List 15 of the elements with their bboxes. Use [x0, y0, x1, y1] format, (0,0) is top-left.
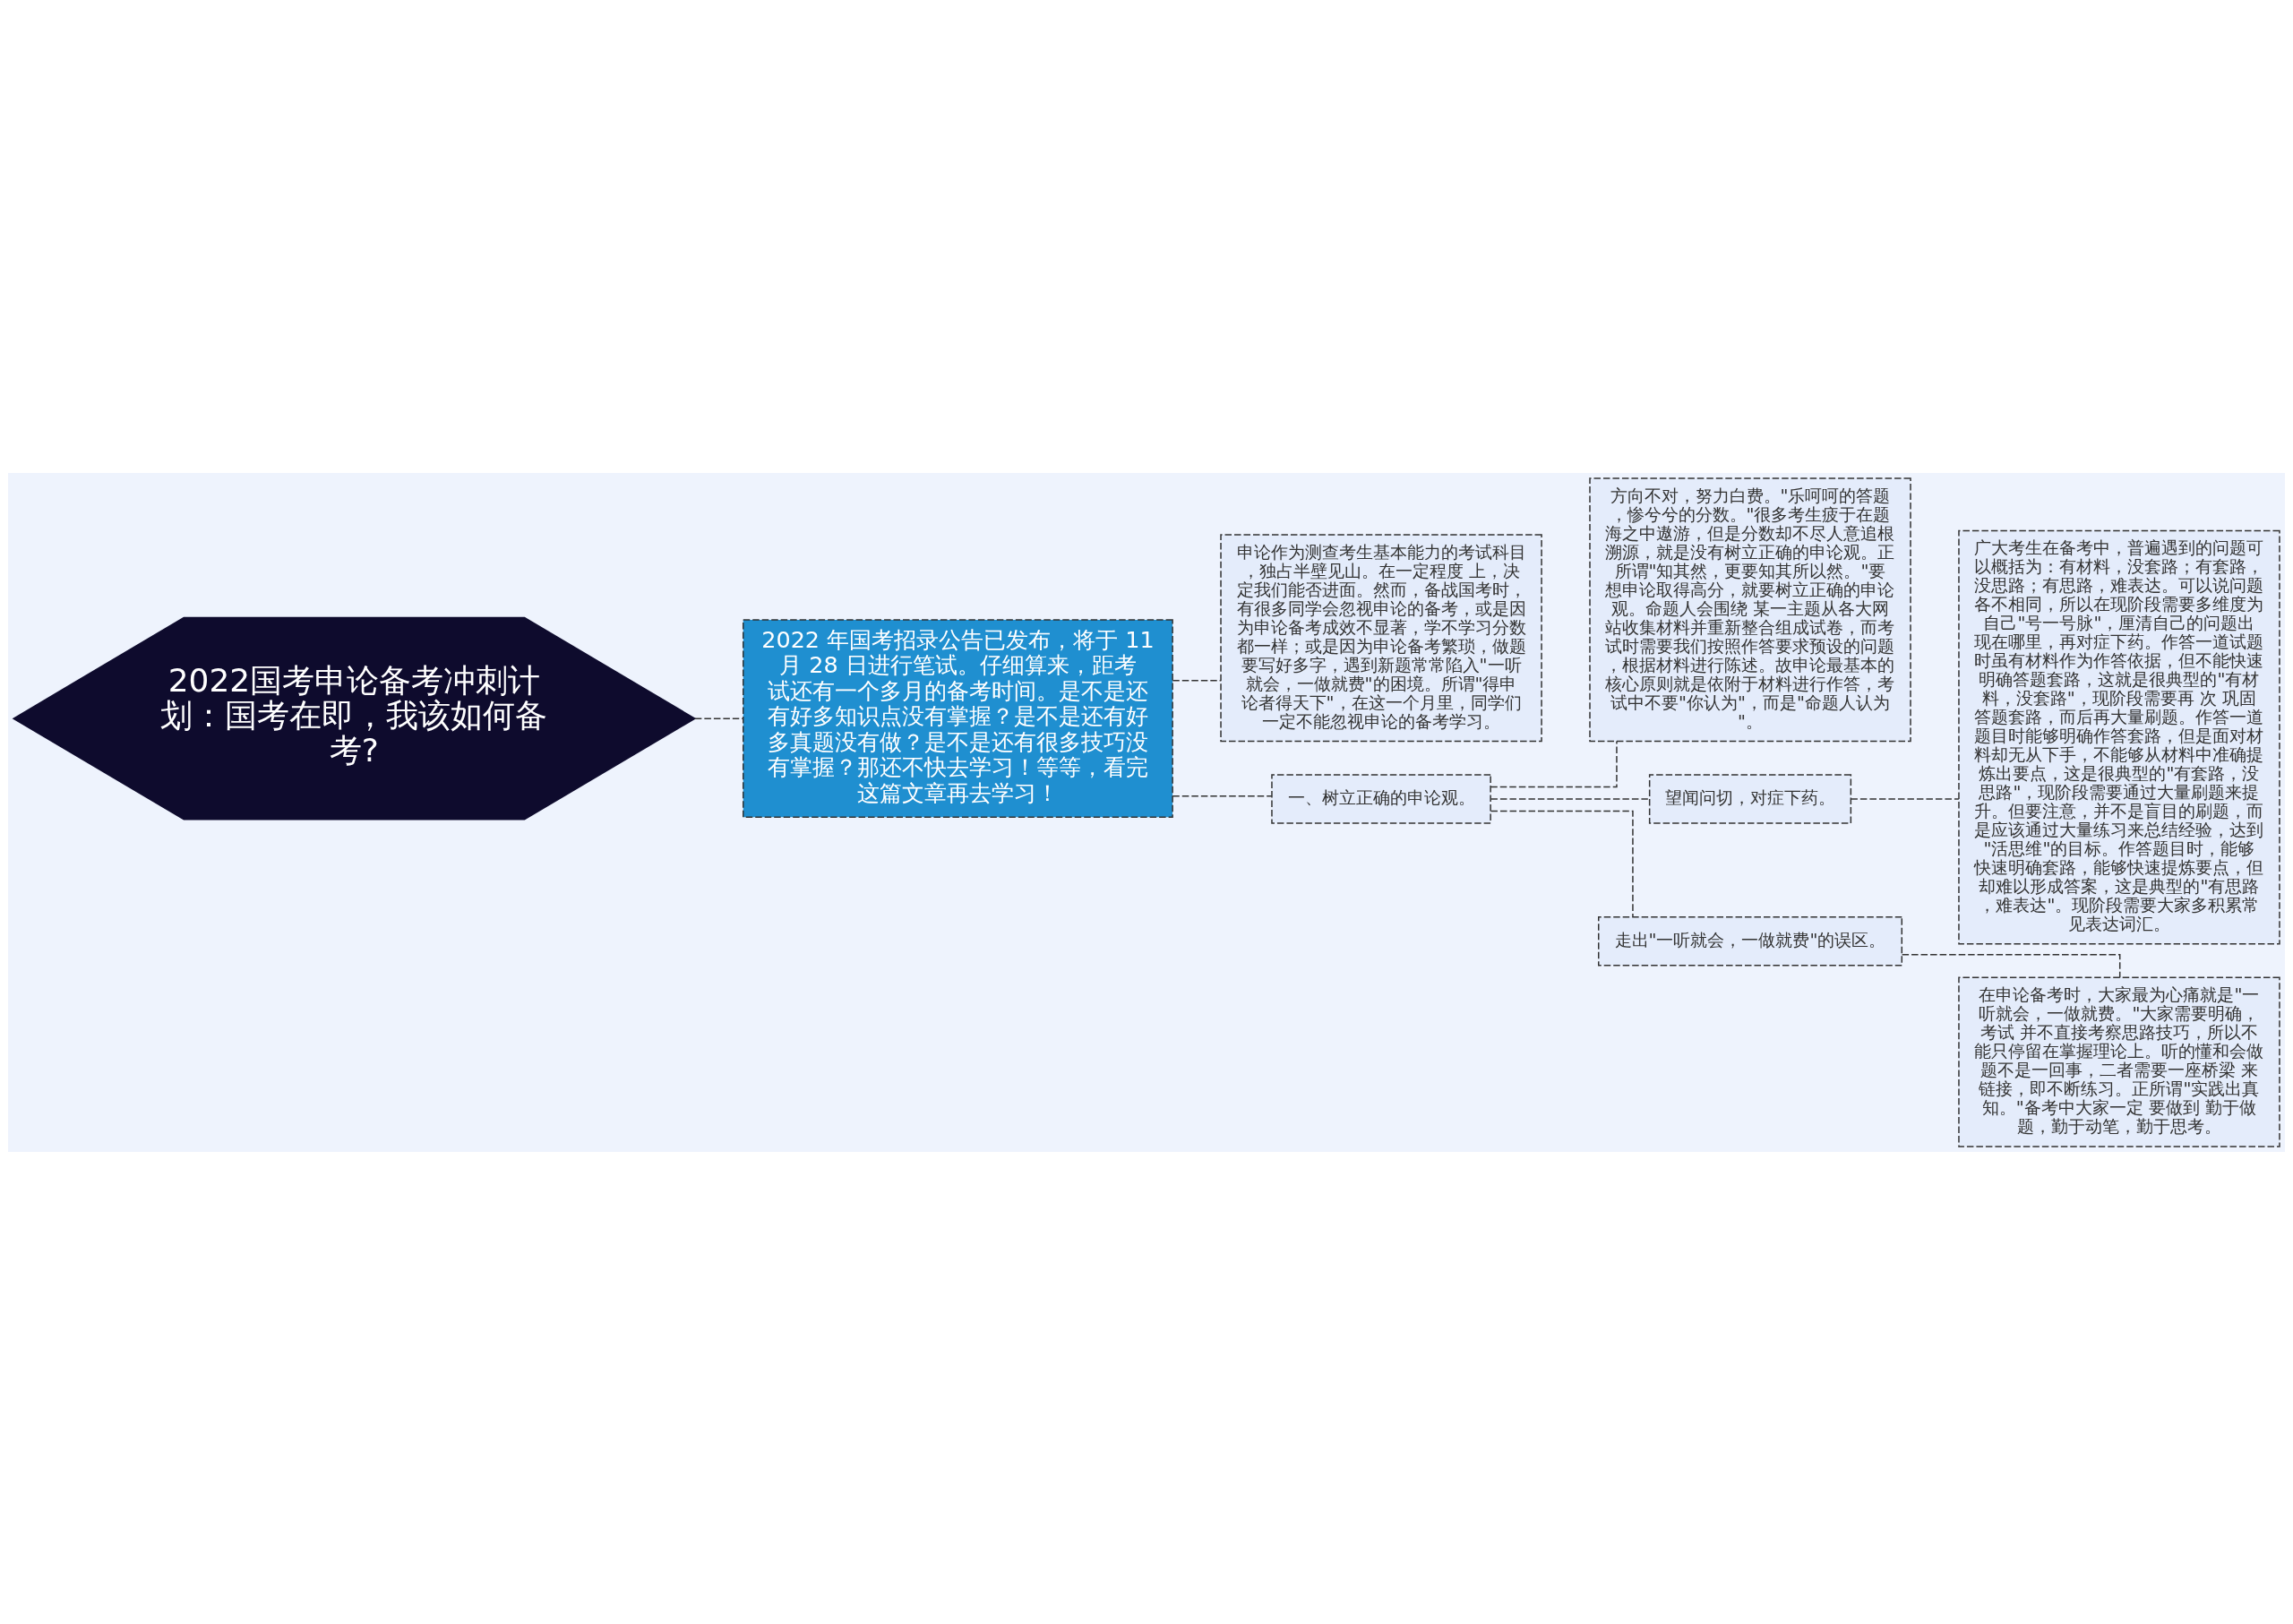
- connector: [1490, 810, 1634, 917]
- connector: [694, 717, 744, 719]
- connector: [1490, 797, 1650, 800]
- node-box: 一、树立正确的申论观。: [1271, 773, 1491, 824]
- connector: [1850, 797, 1960, 800]
- node-box: 方向不对，努力白费。"乐呵呵的答题，惨兮兮的分数。"很多考生疲于在题海之中遨游，但是分数却不尽人意追根溯源，就是没有树立正确的申论观。正所谓"知其然，更要知其所以然。"要想申论取得高分，就要树立正确的申论观。命题人会围绕 某一主题从各大网站收集材料并重新整合组成试卷，而考试时需要我们按照作答要求预设的问题，根据材料进行陈述。故申论最基本的核心原则就是依附于材料进行作答，考试中不要"你认为"，而是"命题人认为"。: [1589, 477, 1911, 742]
- connector: [1172, 795, 1273, 796]
- node-box: 广大考生在备考中，普遍遇到的问题可以概括为：有材料，没套路；有套路，没思路；有思路，难表达。可以说问题各不相同，所以在现阶段需要多维度为自己"号一号脉"，厘清自己的问题出现在哪里，再对症下药。作答一道试题时虽有材料作为作答依据，但不能快速明确答题套路，这就是很典型的"有材料，没套路"，现阶段需要再 次 巩固答题套路，而后再大量刷题。作答一道题目时能够明确作答套路，但是面对材料却无从下手，不能够从材料中准确提炼出要点，这是很典型的"有套路，没思路"，现阶段需要通过大量刷题来提升。但要注意，并不是盲目的刷题，而是应该通过大量练习来总结经验，达到"活思维"的目标。作答题目时，能够快速明确套路，能够快速提炼要点，但却难以形成答案，这是典型的"有思路，难表达"。现阶段需要大家多积累常见表达词汇。: [1958, 529, 2280, 945]
- node-box: 在申论备考时，大家最为心痛就是"一听就会，一做就费。"大家需要明确，考试 并不直接考察思路技巧，所以不能只停留在掌握理论上。听的懂和会做题不是一回事，二者需要一座桥梁 来链接，即不断练习。正所谓"实践出真知。"备考中大家一定 要做到 勤于做题，勤于动笔，勤于思考。: [1958, 976, 2280, 1147]
- node-box: 2022 年国考招录公告已发布，将于 11 月 28 日进行笔试。仔细算来，距考试还有一个多月的备考时间。是不是还有好多知识点没有掌握？是不是还有好多真题没有做？是不是还有很多技巧没有掌握？那还不快去学习！等等，看完这篇文章再去学习！: [743, 618, 1173, 818]
- connector: [1490, 740, 1618, 787]
- node-box: 望闻问切，对症下药。: [1648, 773, 1852, 824]
- node-box: 申论作为测查考生基本能力的考试科目，独占半壁见山。在一定程度 上，决定我们能否进面。然而，备战国考时，有很多同学会忽视申论的备考，或是因为申论备考成效不显著，学不学习分数都一样；或是因为申论备考繁琐，做题要写好多字，遇到新题常常陷入"一听就会，一做就费"的困境。所谓"得申论者得天下"，在这一个月里，同学们一定不能忽视申论的备考学习。: [1220, 533, 1542, 742]
- node-box: 走出"一听就会，一做就费"的误区。: [1598, 915, 1903, 966]
- connector: [1172, 679, 1222, 682]
